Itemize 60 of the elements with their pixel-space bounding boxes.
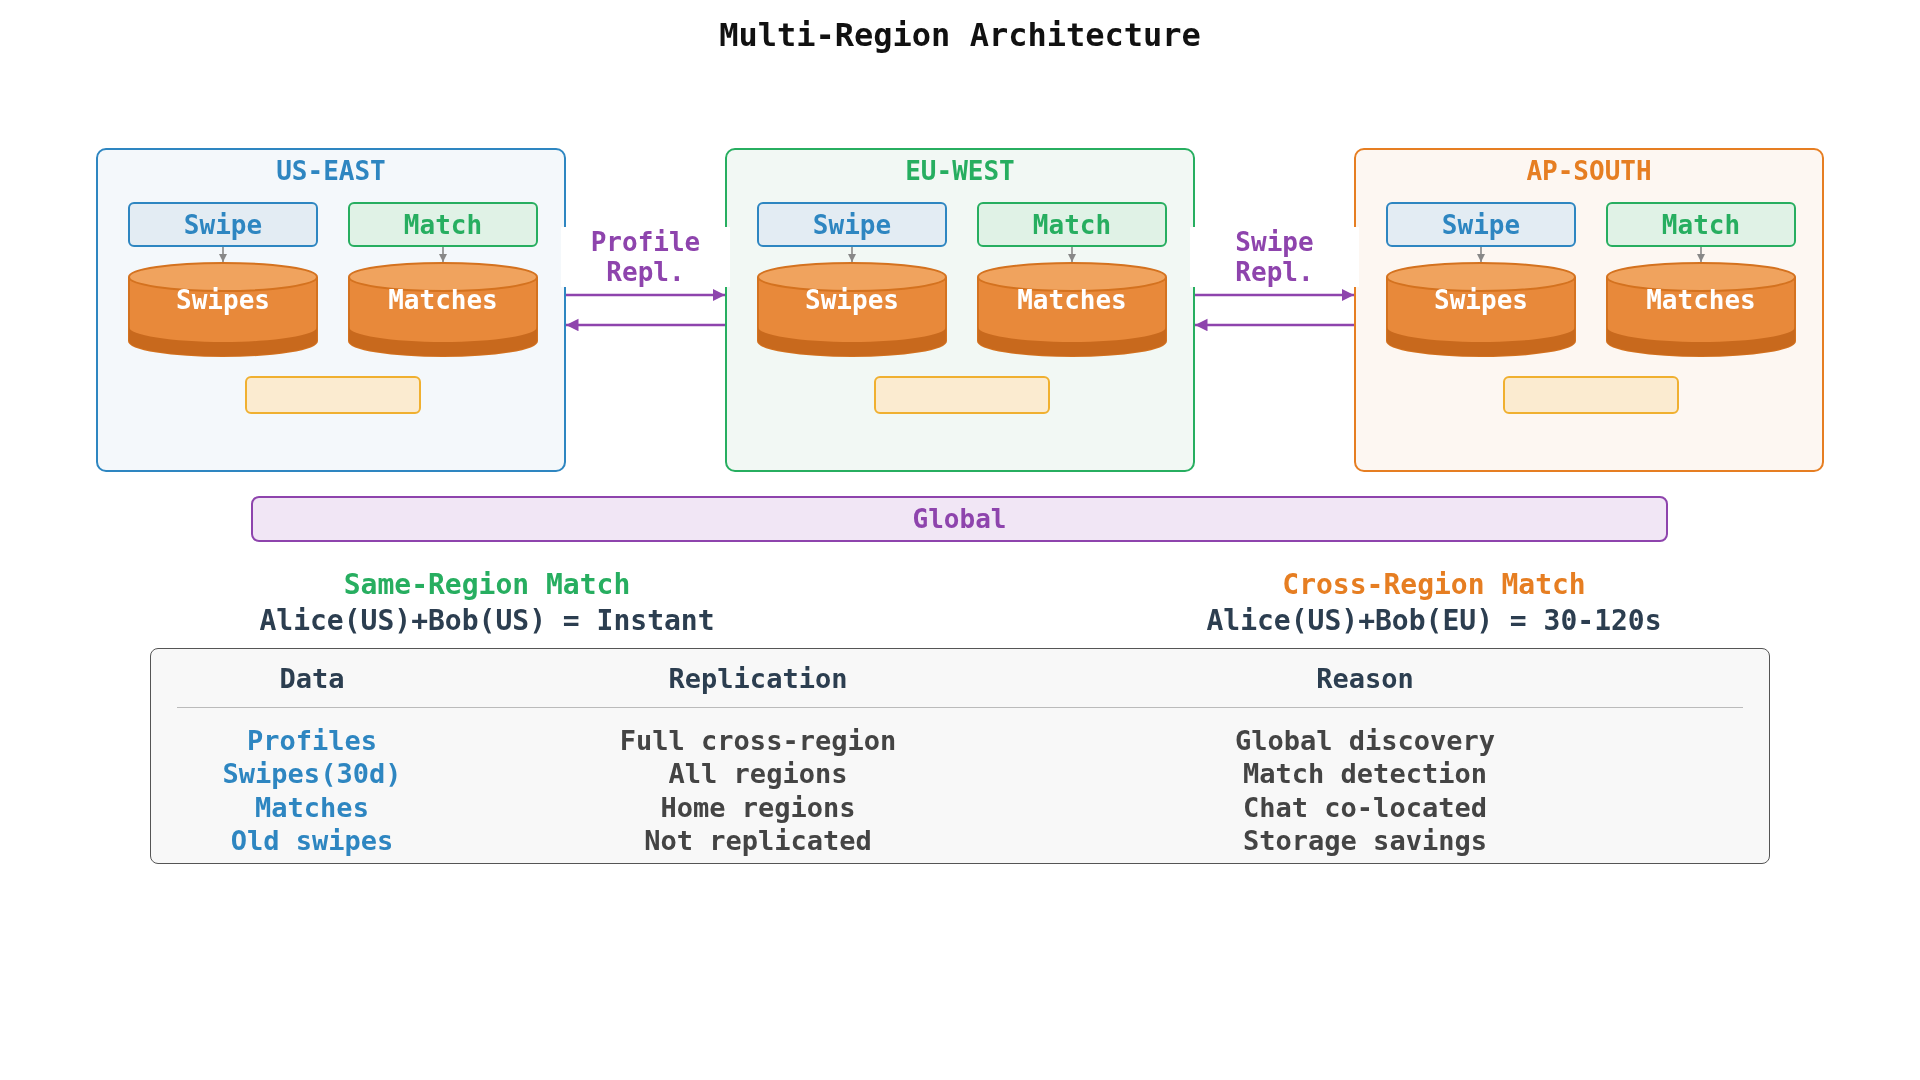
table-cell-text: Storage savings (1243, 825, 1487, 856)
diagram-title: Multi-Region Architecture (718, 16, 1202, 54)
database-cylinder (977, 262, 1167, 356)
region-title: AP-SOUTH (1525, 156, 1653, 186)
database-label: Matches (387, 285, 499, 315)
cache-box (874, 376, 1050, 414)
edge-label: Profile Repl. (561, 227, 730, 287)
region-container (96, 148, 566, 472)
table-cell-text: Match detection (1243, 758, 1487, 789)
table-cell-text: Reason (1316, 663, 1414, 694)
table-cell-text: Old swipes (230, 825, 394, 856)
service-box: Match (977, 202, 1167, 247)
table-cell-text: Not replicated (644, 825, 872, 856)
region-title: US-EAST (275, 156, 387, 186)
note-text: Alice(US)+Bob(US) = Instant (259, 604, 715, 637)
arrow (1195, 288, 1354, 302)
service-box: Match (348, 202, 538, 247)
arrow (439, 246, 447, 263)
database-cylinder (1386, 262, 1576, 356)
table-cell-text: Data (279, 663, 345, 694)
region-container (725, 148, 1195, 472)
table-cell-text: Profiles (246, 725, 377, 756)
note-text: Alice(US)+Bob(EU) = 30-120s (1206, 604, 1662, 637)
database-label: Swipes (1433, 285, 1529, 315)
arrow (1477, 246, 1485, 263)
service-box: Swipe (1386, 202, 1576, 247)
arrow (848, 246, 856, 263)
service-box: Match (1606, 202, 1796, 247)
region-title: EU-WEST (904, 156, 1016, 186)
table-cell-text: All regions (668, 758, 848, 789)
database-label: Swipes (175, 285, 271, 315)
arrow (1195, 318, 1354, 332)
arrow (1068, 246, 1076, 263)
database-label: Matches (1016, 285, 1128, 315)
database-cylinder (1606, 262, 1796, 356)
event-bus-bar: Global (251, 496, 1668, 542)
cache-box (245, 376, 421, 414)
database-cylinder (757, 262, 947, 356)
service-box: Swipe (757, 202, 947, 247)
database-label: Swipes (804, 285, 900, 315)
arrow (1697, 246, 1705, 263)
arrow (219, 246, 227, 263)
edge-label: Swipe Repl. (1190, 227, 1359, 287)
cache-box (1503, 376, 1679, 414)
table-cell-text: Global discovery (1234, 725, 1496, 756)
table-cell-text: Home regions (660, 792, 856, 823)
service-box: Swipe (128, 202, 318, 247)
arrow (566, 318, 725, 332)
table-cell-text: Matches (255, 792, 369, 823)
region-container (1354, 148, 1824, 472)
table-cell-text: Chat co-located (1243, 792, 1487, 823)
database-label: Matches (1645, 285, 1757, 315)
note-text: Same-Region Match (343, 568, 631, 601)
database-cylinder (128, 262, 318, 356)
arrow (566, 288, 725, 302)
table-cell-text: Replication (668, 663, 848, 694)
database-cylinder (348, 262, 538, 356)
table-cell-text: Swipes(30d) (222, 758, 402, 789)
table-cell-text: Full cross-region (619, 725, 897, 756)
note-text: Cross-Region Match (1282, 568, 1586, 601)
